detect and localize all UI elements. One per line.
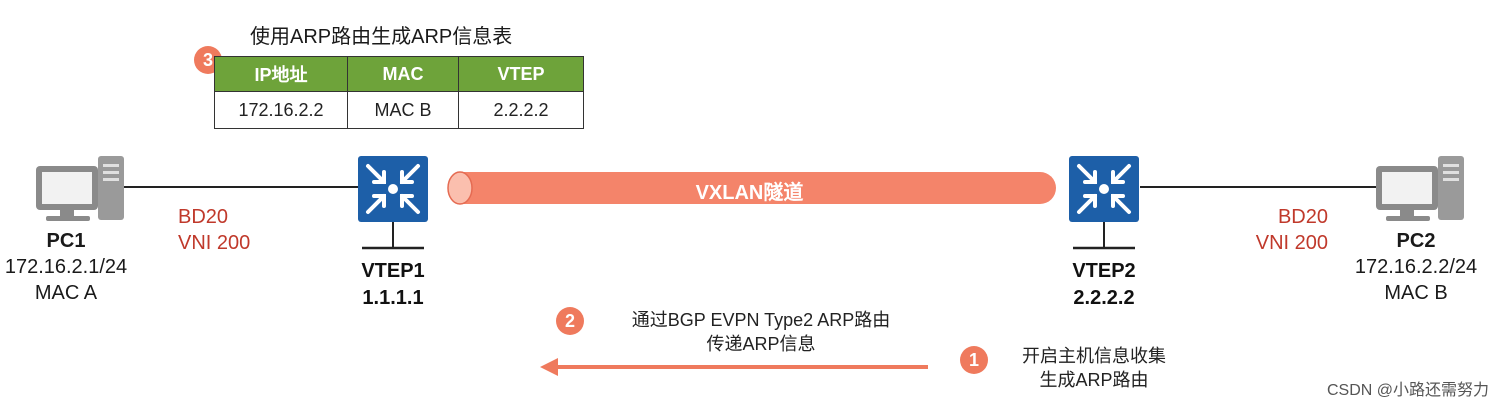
pc1-labels: PC1 172.16.2.1/24 MAC A: [0, 228, 132, 306]
step-1-badge: 1: [960, 346, 988, 374]
right-vni: VNI 200: [1255, 232, 1328, 254]
step-1-line1: 开启主机信息收集: [1022, 346, 1166, 366]
right-bd-vni: BD20 VNI 200: [1244, 204, 1328, 256]
right-bd: BD20: [1277, 206, 1328, 228]
switch-icon: [1069, 156, 1139, 222]
step-2-line2: 传递ARP信息: [706, 334, 816, 354]
desktop-computer-icon: [1376, 156, 1464, 221]
arp-info-table: IP地址 MAC VTEP 172.16.2.2 MAC B 2.2.2.2: [214, 56, 584, 129]
arp-table-title: 使用ARP路由生成ARP信息表: [250, 26, 513, 48]
left-bd: BD20: [178, 206, 229, 228]
step-2-badge: 2: [556, 307, 584, 335]
arp-route-arrow: [540, 358, 928, 376]
cell-vtep: 2.2.2.2: [458, 91, 584, 129]
left-bd-vni: BD20 VNI 200: [178, 204, 250, 256]
vtep2-name: VTEP2: [1072, 260, 1136, 282]
cell-mac: MAC B: [347, 91, 459, 129]
vtep1-ip: 1.1.1.1: [362, 287, 424, 309]
left-vni: VNI 200: [178, 232, 251, 254]
pc2-name: PC2: [1396, 230, 1436, 252]
col-header-ip: IP地址: [214, 56, 348, 92]
step-1-line2: 生成ARP路由: [1039, 370, 1149, 390]
pc2-ip: 172.16.2.2/24: [1354, 256, 1478, 278]
step-2-text: 通过BGP EVPN Type2 ARP路由 传递ARP信息: [598, 308, 924, 356]
pc2-mac: MAC B: [1384, 282, 1448, 304]
vxlan-tunnel-label: VXLAN隧道: [695, 182, 804, 204]
pc2-labels: PC2 172.16.2.2/24 MAC B: [1338, 228, 1494, 306]
vxlan-tunnel: [447, 171, 1056, 205]
vtep1-labels: VTEP1 1.1.1.1: [333, 258, 453, 312]
step-2-line1: 通过BGP EVPN Type2 ARP路由: [631, 310, 891, 330]
vtep2-ip: 2.2.2.2: [1073, 287, 1135, 309]
vtep1-name: VTEP1: [361, 260, 425, 282]
watermark: CSDN @小路还需努力: [1326, 382, 1489, 399]
step-1-text: 开启主机信息收集 生成ARP路由: [998, 344, 1190, 392]
pc1-name: PC1: [46, 230, 86, 252]
table-row: 172.16.2.2 MAC B 2.2.2.2: [214, 91, 584, 129]
col-header-mac: MAC: [347, 56, 459, 92]
pc1-mac: MAC A: [34, 282, 98, 304]
col-header-vtep: VTEP: [458, 56, 584, 92]
cell-ip: 172.16.2.2: [214, 91, 348, 129]
desktop-computer-icon: [36, 156, 124, 221]
vtep2-labels: VTEP2 2.2.2.2: [1044, 258, 1164, 312]
switch-icon: [358, 156, 428, 222]
pc1-ip: 172.16.2.1/24: [4, 256, 128, 278]
table-header-row: IP地址 MAC VTEP: [214, 56, 584, 92]
